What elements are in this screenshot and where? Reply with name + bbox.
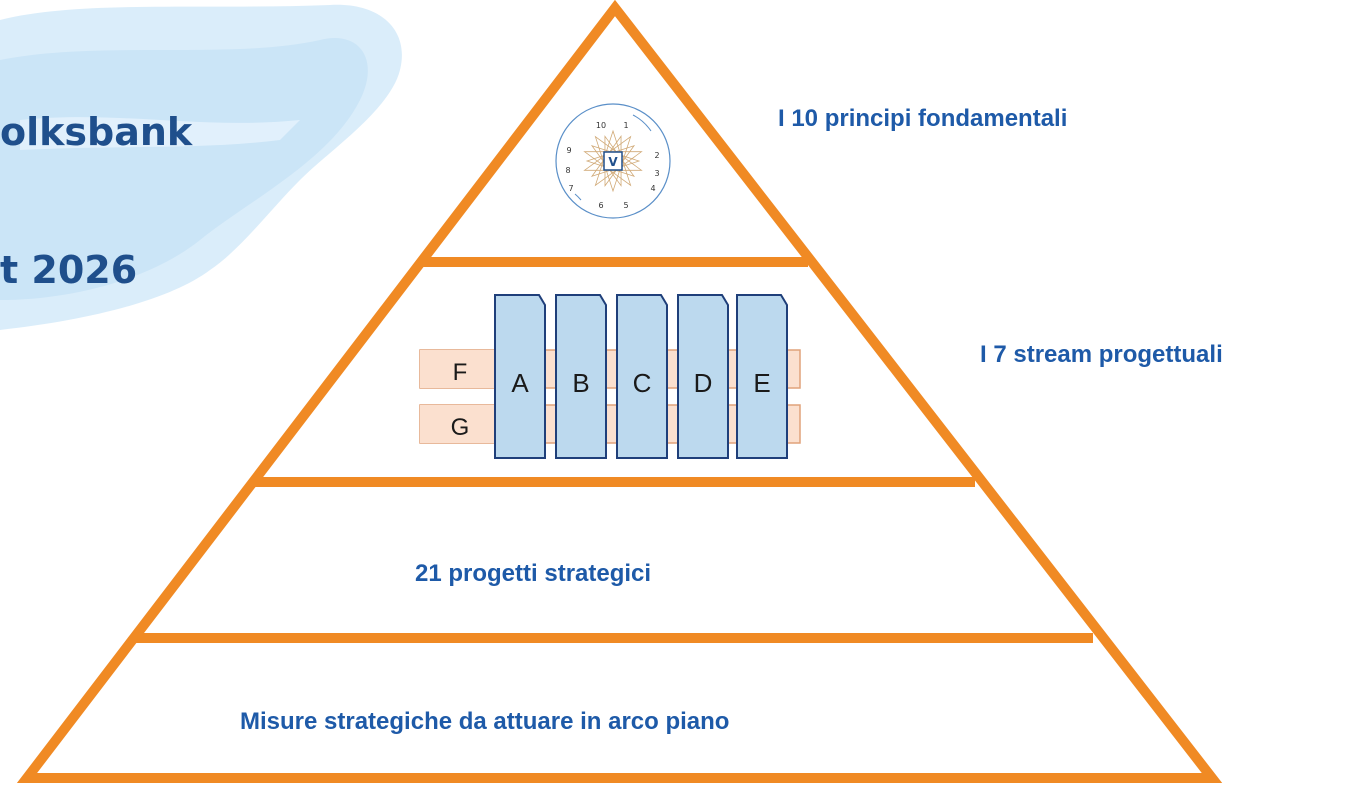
stream-label-g: G: [451, 414, 470, 441]
stream-column-e: E: [736, 294, 788, 459]
principles-wheel-icon: V 10 1 2 3 4 5 6 7 8 9: [555, 103, 671, 219]
wheel-number-4: 4: [650, 184, 655, 193]
pyramid-outline: [16, 0, 1223, 783]
wheel-number-7: 7: [568, 184, 573, 193]
level-3-label: 21 progetti strategici: [415, 560, 652, 587]
wheel-number-2: 2: [654, 151, 659, 160]
wheel-number-9: 9: [566, 146, 571, 155]
svg-text:C: C: [633, 368, 652, 398]
svg-text:D: D: [694, 368, 713, 398]
stream-label-f: F: [453, 359, 468, 386]
svg-text:B: B: [572, 368, 589, 398]
stream-column-a: A: [494, 294, 546, 459]
svg-text:E: E: [753, 368, 770, 398]
wheel-number-6: 6: [598, 201, 603, 210]
wheel-number-10: 10: [596, 121, 606, 130]
brand-plan-year: t 2026: [0, 248, 138, 292]
stream-column-c: C: [616, 294, 668, 459]
wheel-number-3: 3: [654, 169, 659, 178]
wheel-center-letter: V: [608, 155, 618, 169]
wheel-number-8: 8: [565, 166, 570, 175]
level-2-label: I 7 stream progettuali: [980, 341, 1223, 368]
svg-text:A: A: [511, 368, 529, 398]
level-1-label: I 10 principi fondamentali: [778, 105, 1068, 132]
streams-grid-icon: F G A B C D E: [419, 294, 801, 459]
stream-column-b: B: [555, 294, 607, 459]
watercolor-background: [0, 4, 402, 330]
brand-name: olksbank: [0, 110, 193, 154]
brand-area: olksbank t 2026: [0, 0, 420, 340]
level-4-label: Misure strategiche da attuare in arco pi…: [240, 708, 730, 735]
wheel-number-1: 1: [623, 121, 628, 130]
wheel-number-5: 5: [623, 201, 628, 210]
stream-column-d: D: [677, 294, 729, 459]
